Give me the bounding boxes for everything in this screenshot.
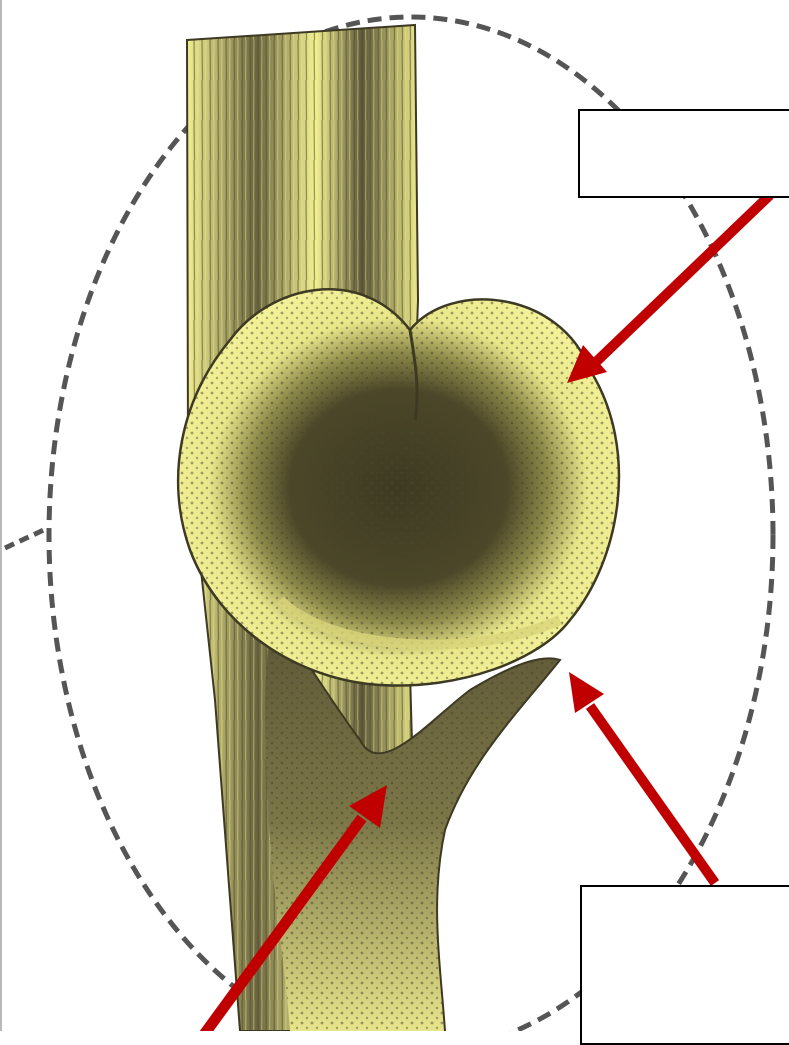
arrow-bottom-right xyxy=(569,672,715,883)
label-box-bottom xyxy=(580,885,789,1045)
gall-body xyxy=(178,289,619,685)
arrow-top xyxy=(567,195,770,383)
label-box-top xyxy=(578,109,789,198)
dashed-spur xyxy=(5,528,48,548)
